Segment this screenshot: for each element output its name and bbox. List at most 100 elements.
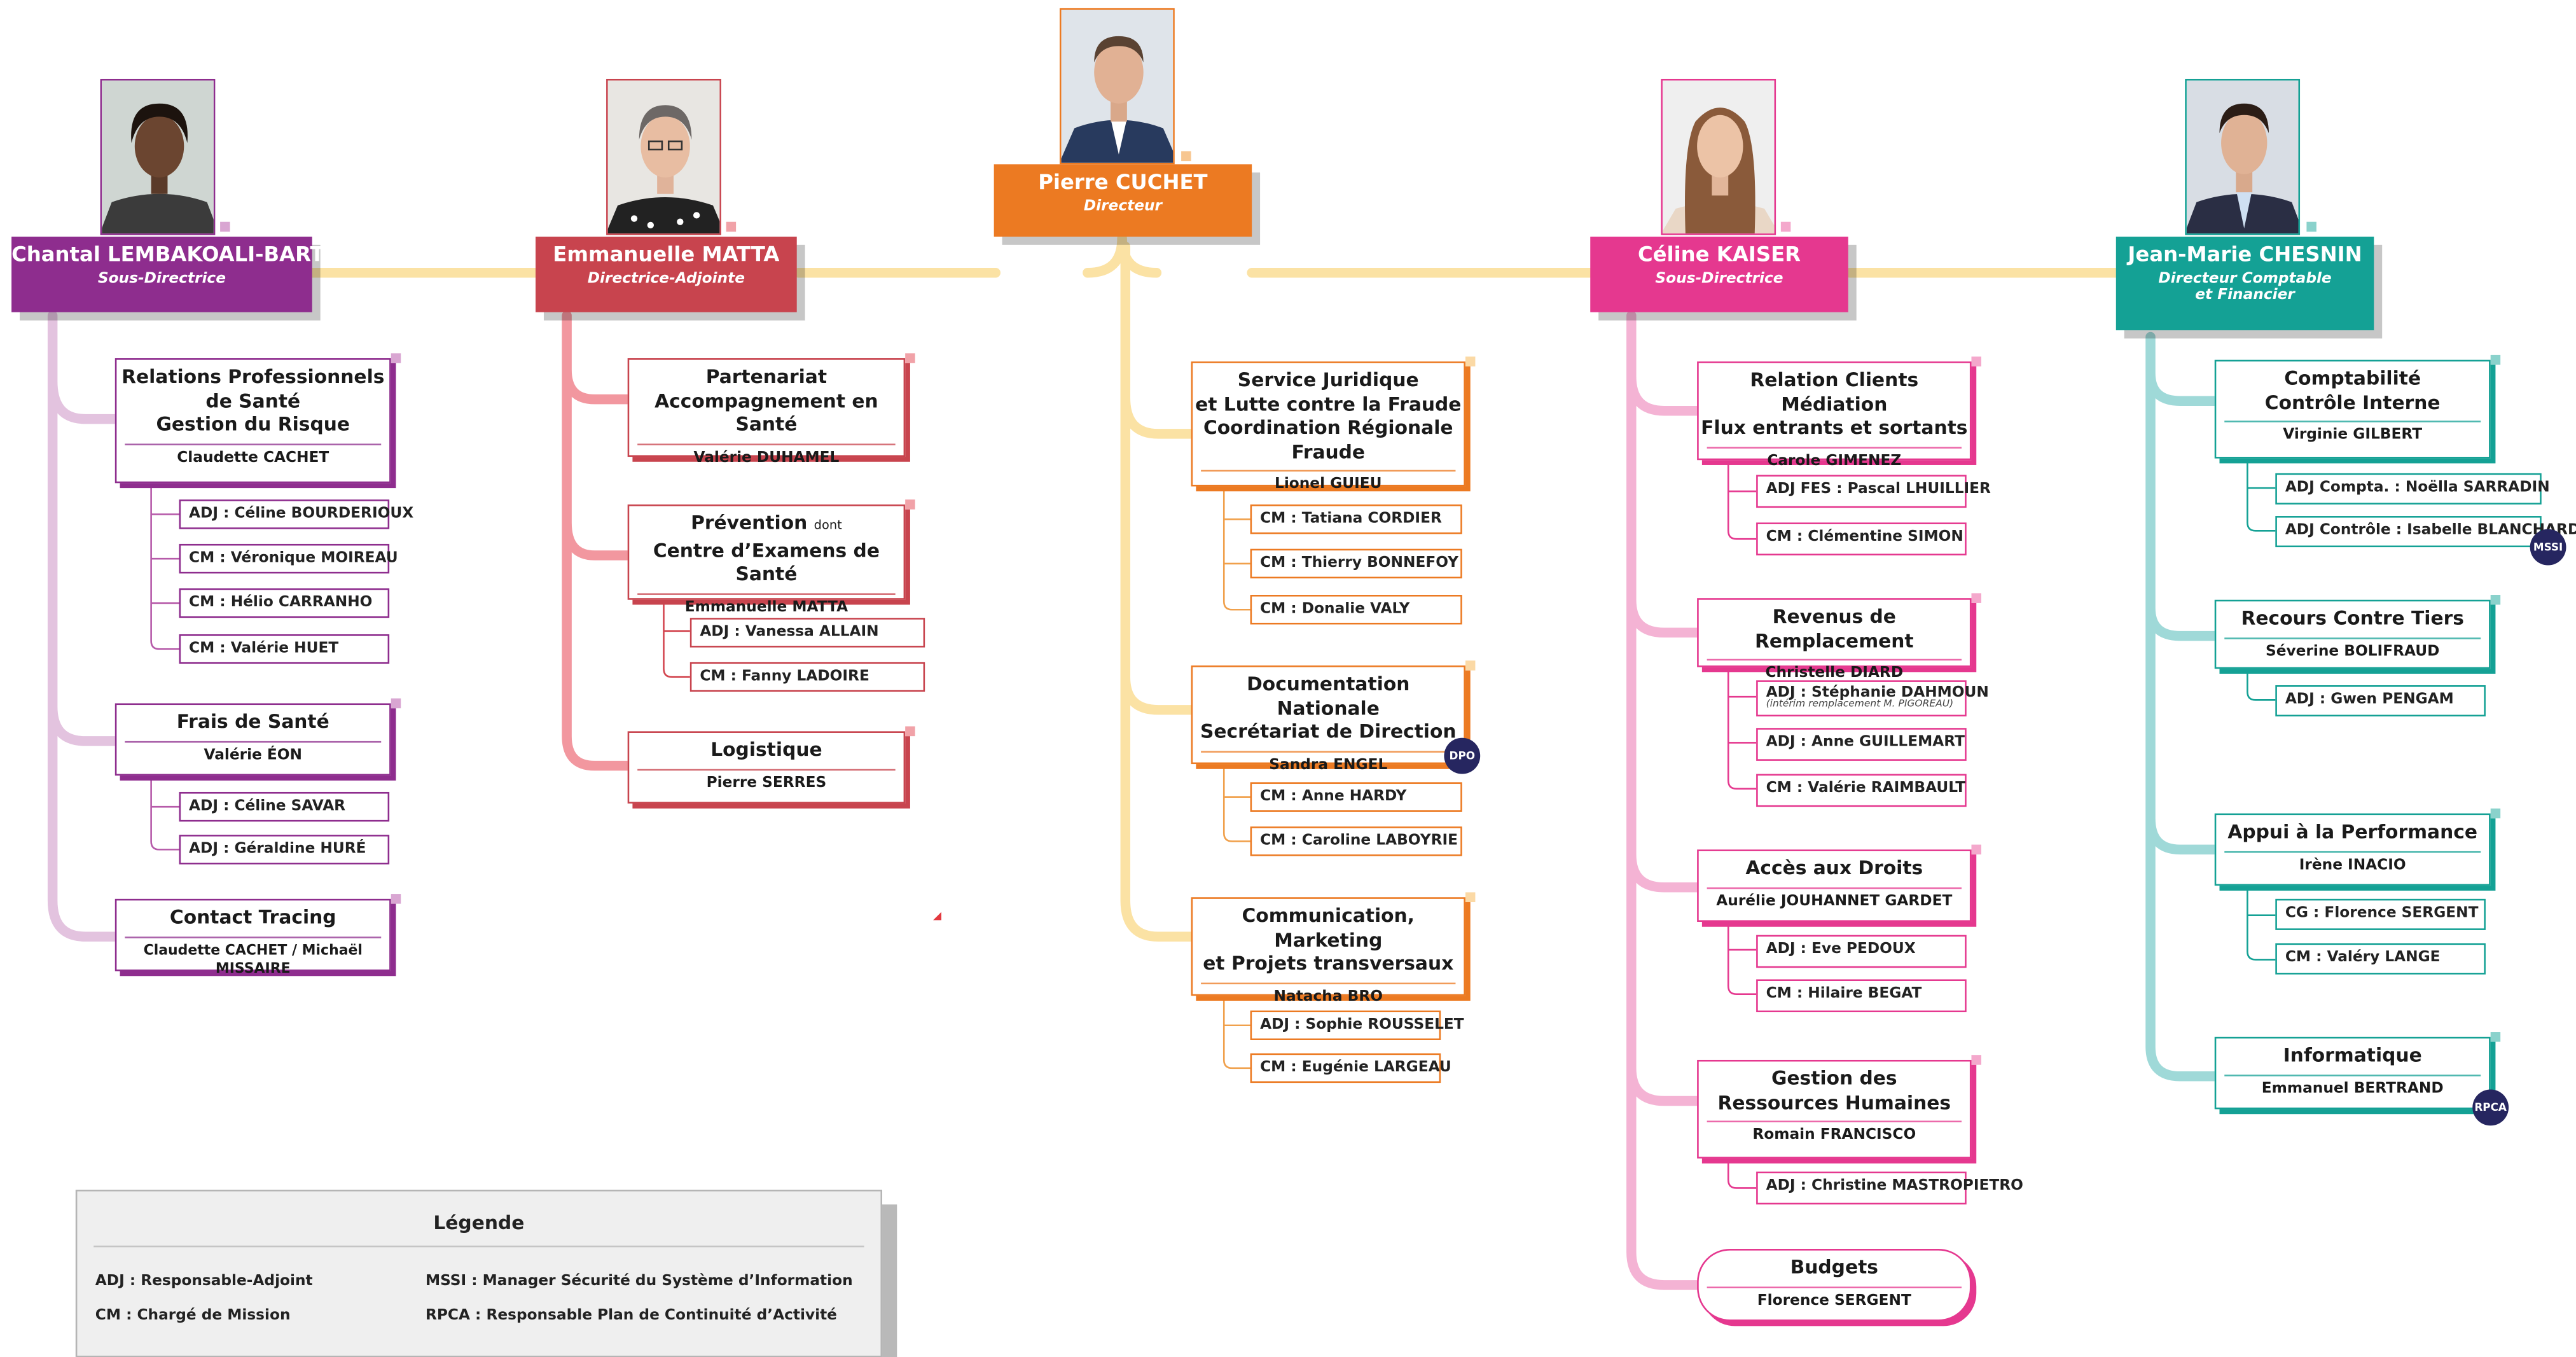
dept-title: Frais de Santé bbox=[176, 709, 329, 733]
director-name: Pierre CUCHET bbox=[1038, 169, 1208, 194]
head-role: Sous-Directrice bbox=[97, 271, 226, 288]
sub-box: CM : Tatiana CORDIER bbox=[1250, 504, 1462, 534]
dept-box: Accès aux Droits Aurélie JOUHANNET GARDE… bbox=[1697, 849, 1972, 922]
dept-person: Séverine BOLIFRAUD bbox=[2265, 643, 2440, 660]
sub-box: ADJ : Sophie ROUSSELET bbox=[1250, 1010, 1464, 1040]
head-box-kaiser: Céline KAISER Sous-Directrice bbox=[1590, 236, 1848, 312]
sub-box: CM : Hélio CARRANHO bbox=[179, 588, 390, 618]
sub-box: CM : Caroline LABOYRIE bbox=[1250, 826, 1462, 856]
head-name: Céline KAISER bbox=[1637, 241, 1801, 267]
director-photo bbox=[1059, 8, 1175, 165]
dept-title: Recours Contre Tiers bbox=[2241, 606, 2464, 630]
dept-person: Romain FRANCISCO bbox=[1752, 1127, 1916, 1144]
dept-person: Irène INACIO bbox=[2299, 856, 2406, 873]
director-box: Pierre CUCHET Directeur bbox=[994, 164, 1252, 237]
rpca-badge: RPCA bbox=[2472, 1089, 2509, 1126]
sub-box: CM : Thierry BONNEFOY bbox=[1250, 548, 1462, 579]
dept-title: Informatique bbox=[2283, 1043, 2422, 1067]
mssi-badge: MSSI bbox=[2530, 529, 2566, 566]
dept-person: Aurélie JOUHANNET GARDET bbox=[1716, 893, 1953, 910]
head-box-lembakoali: Chantal LEMBAKOALI-BARTHEL Sous-Directri… bbox=[11, 236, 369, 312]
dept-title: Appui à la Performance bbox=[2227, 819, 2478, 844]
dept-person: Florence SERGENT bbox=[1757, 1292, 1911, 1309]
dept-person: Sandra ENGEL bbox=[1269, 756, 1388, 774]
dept-person: Pierre SERRES bbox=[706, 774, 827, 791]
dept-box: Appui à la Performance Irène INACIO bbox=[2214, 813, 2491, 886]
head-name: Chantal LEMBAKOALI-BARTHEL bbox=[11, 241, 369, 267]
legend-item: MSSI : Manager Sécurité du Système d’Inf… bbox=[425, 1273, 853, 1290]
dept-box: Frais de Santé Valérie ÉON bbox=[114, 703, 391, 776]
dept-box: Recours Contre Tiers Séverine BOLIFRAUD bbox=[2214, 599, 2491, 669]
sub-box: CG : Florence SERGENT bbox=[2275, 898, 2486, 930]
org-chart: Pierre CUCHET Directeur Chantal LEMBAKOA… bbox=[11, 8, 2576, 1357]
head-box-matta: Emmanuelle MATTA Directrice-Adjointe bbox=[536, 236, 797, 312]
head-role: Directrice-Adjointe bbox=[587, 271, 745, 288]
dept-title: Revenus de Remplacement bbox=[1754, 604, 1914, 652]
sub-box: ADJ : Vanessa ALLAIN bbox=[689, 618, 925, 648]
sub-box: ADJ Compta. : Noëlla SARRADIN bbox=[2275, 473, 2550, 505]
sub-note: (intérim remplacement M. PIGOREAU) bbox=[1766, 698, 1954, 710]
dept-person: Valérie DUHAMEL bbox=[693, 449, 840, 466]
head-photo-matta bbox=[606, 78, 721, 235]
dept-box: Logistique Pierre SERRES bbox=[627, 731, 906, 804]
connector-lines bbox=[47, 233, 2278, 1290]
dept-person: Christelle DIARD bbox=[1765, 665, 1904, 682]
sub-box: ADJ : Céline SAVAR bbox=[179, 791, 390, 822]
dept-title: Budgets bbox=[1790, 1255, 1878, 1279]
head-photo-kaiser bbox=[1661, 78, 1776, 235]
sub-box: CM : Donalie VALY bbox=[1250, 595, 1462, 625]
head-photo-lembakoali bbox=[100, 78, 216, 235]
sub-box: CM : Valérie HUET bbox=[179, 634, 390, 664]
dept-person: Natacha BRO bbox=[1273, 988, 1383, 1005]
sub-box: CM : Eugénie LARGEAU bbox=[1250, 1053, 1451, 1083]
dept-person: Valérie ÉON bbox=[204, 746, 303, 763]
dept-person: Claudette CACHET bbox=[177, 449, 329, 466]
sub-box: CM : Véronique MOIREAU bbox=[179, 543, 398, 574]
dept-box: Revenus de Remplacement Christelle DIARD bbox=[1697, 598, 1972, 682]
sub-box: ADJ : Christine MASTROPIETRO bbox=[1756, 1171, 2023, 1205]
sub-box: ADJ : Stéphanie DAHMOUN(intérim remplace… bbox=[1756, 680, 1989, 717]
sub-box: ADJ FES : Pascal LHUILLIER bbox=[1756, 475, 1991, 508]
dept-person: Virginie GILBERT bbox=[2283, 427, 2423, 444]
sub-box: CM : Anne HARDY bbox=[1250, 782, 1462, 812]
dept-person: Emmanuelle MATTA bbox=[684, 599, 848, 616]
sub-box: ADJ Contrôle : Isabelle BLANCHARD bbox=[2275, 516, 2576, 548]
sub-box: ADJ : Céline BOURDERIOUX bbox=[179, 499, 413, 529]
dept-title: Contact Tracing bbox=[169, 905, 336, 929]
head-name: Emmanuelle MATTA bbox=[553, 241, 780, 267]
dept-person: Lionel GUIEU bbox=[1275, 477, 1382, 493]
dept-box: Informatique Emmanuel BERTRAND bbox=[2214, 1036, 2491, 1110]
dept-title: Accès aux Droits bbox=[1745, 856, 1923, 879]
legend-item: CM : Chargé de Mission bbox=[95, 1307, 291, 1325]
head-name: Jean-Marie CHESNIN bbox=[2128, 241, 2362, 267]
head-photo-chesnin bbox=[2185, 78, 2301, 235]
dpo-badge: DPO bbox=[1444, 737, 1481, 774]
sub-box: CM : Valéry LANGE bbox=[2275, 943, 2486, 975]
legend-item: ADJ : Responsable-Adjoint bbox=[95, 1273, 313, 1290]
dept-title: Logistique bbox=[710, 737, 822, 761]
dept-person: Emmanuel BERTRAND bbox=[2261, 1080, 2444, 1097]
sub-box: ADJ : Géraldine HURÉ bbox=[179, 835, 390, 865]
dept-box: Contact Tracing Claudette CACHET / Micha… bbox=[114, 898, 391, 977]
dept-person: Carole GIMENEZ bbox=[1767, 452, 1902, 470]
legend: Légende ADJ : Responsable-Adjoint MSSI :… bbox=[75, 1190, 883, 1357]
head-role: Sous-Directrice bbox=[1655, 271, 1783, 288]
sub-box: ADJ : Anne GUILLEMART bbox=[1756, 728, 1967, 761]
director-role: Directeur bbox=[1083, 198, 1162, 216]
dept-box: Budgets Florence SERGENT bbox=[1697, 1249, 1972, 1321]
